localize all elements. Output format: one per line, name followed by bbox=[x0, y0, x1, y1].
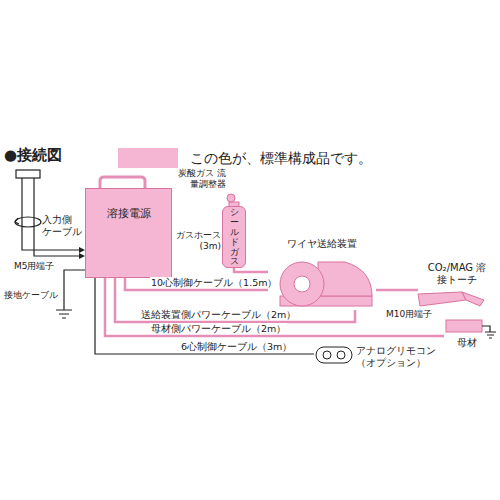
cable-label: 入力側 ケーブル bbox=[42, 214, 84, 238]
input-cable bbox=[15, 170, 80, 256]
cable-label: 6心制御ケーブル（3m） bbox=[180, 341, 293, 352]
cable-label: 母材側パワーケーブル（2m） bbox=[150, 323, 287, 334]
part-label: 炭酸ガス 流量調整器 bbox=[176, 168, 226, 190]
terminal-label: M10用端子 bbox=[386, 309, 432, 320]
cable-label: 10心制御ケーブル（1.5m） bbox=[150, 277, 278, 288]
legend-swatch bbox=[118, 148, 178, 168]
node-text: 溶接電源 bbox=[86, 207, 171, 220]
cable-connector bbox=[234, 268, 268, 272]
wire-feeder bbox=[280, 262, 372, 306]
node-text: アナログリモコン （オプション） bbox=[356, 345, 442, 369]
cable-connector bbox=[376, 289, 418, 292]
node-text: ワイヤ送給装置 bbox=[268, 238, 376, 250]
cable-label: 送給装置側パワーケーブル（2m） bbox=[140, 309, 297, 320]
cable-connector bbox=[115, 278, 355, 322]
cable-label: 接地ケーブル bbox=[4, 290, 58, 301]
cable-connector bbox=[95, 278, 314, 354]
remote: アナログリモコン （オプション） bbox=[314, 345, 444, 371]
base-metal: 母材 bbox=[444, 318, 490, 354]
remote-control bbox=[316, 347, 352, 363]
cable-connector bbox=[105, 278, 444, 336]
node-text: シールドガス bbox=[230, 208, 239, 267]
diagram-title: ●接続図 bbox=[4, 146, 62, 164]
terminal-label: M5用端子 bbox=[14, 261, 55, 272]
wire-feeder: ワイヤ送給装置 bbox=[268, 238, 376, 310]
power-supply-box: 溶接電源 bbox=[85, 188, 172, 278]
welding-torch bbox=[418, 292, 484, 306]
node-text: CO₂/MAG 溶接トーチ bbox=[426, 262, 488, 286]
gas-cylinder: シールドガス bbox=[222, 206, 246, 268]
base-metal bbox=[446, 320, 496, 338]
cable-label: ガスホース (3m) bbox=[170, 230, 222, 252]
node-text: 母材 bbox=[444, 337, 490, 349]
ground-cable bbox=[56, 270, 85, 318]
torch: CO₂/MAG 溶接トーチ bbox=[418, 262, 496, 292]
legend-text: この色が、標準構成品です。 bbox=[190, 150, 372, 167]
